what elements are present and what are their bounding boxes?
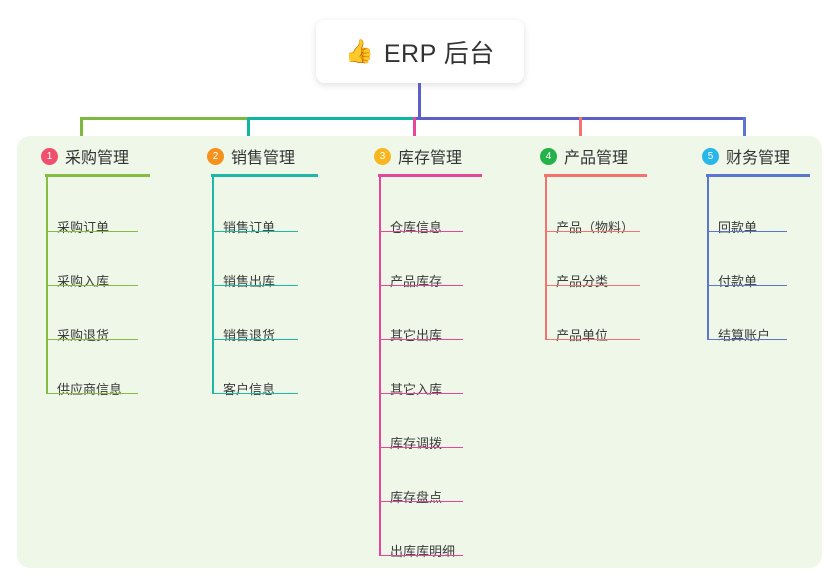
branch-spine-5 [707, 176, 709, 339]
leaf-item[interactable]: 采购入库 [57, 274, 110, 289]
leaf-item[interactable]: 销售订单 [223, 220, 276, 235]
branches-panel: 1 采购管理采购订单采购入库采购退货供应商信息 2 销售管理销售订单销售出库销售退货客… [17, 136, 822, 568]
leaf-item[interactable]: 销售出库 [223, 274, 276, 289]
leaf-underline [212, 339, 298, 340]
leaf-item[interactable]: 其它出库 [390, 328, 443, 343]
leaf-item[interactable]: 供应商信息 [57, 382, 123, 397]
leaf-underline [212, 231, 298, 232]
leaf-item[interactable]: 产品库存 [390, 274, 443, 289]
leaf-underline [379, 339, 463, 340]
leaf-underline [379, 393, 463, 394]
branch-spine-3 [379, 176, 381, 555]
leaf-item[interactable]: 仓库信息 [390, 220, 443, 235]
leaf-underline [46, 393, 138, 394]
leaf-underline [707, 285, 787, 286]
root-node[interactable]: 👍 ERP 后台 [316, 20, 524, 83]
root-title: ERP 后台 [383, 39, 495, 68]
branch-header-3[interactable]: 3 库存管理 [374, 144, 462, 168]
leaf-underline [379, 447, 463, 448]
leaf-underline [212, 393, 298, 394]
branch-header-1[interactable]: 1 采购管理 [41, 144, 129, 168]
branch-spine-1 [46, 176, 48, 393]
leaf-item[interactable]: 销售退货 [223, 328, 276, 343]
leaf-underline [707, 339, 787, 340]
leaf-underline [46, 285, 138, 286]
leaf-underline [379, 231, 463, 232]
leaf-item[interactable]: 付款单 [718, 274, 758, 289]
leaf-underline [46, 231, 138, 232]
leaf-underline [379, 555, 463, 556]
thumbs-up-icon: 👍 [345, 38, 374, 64]
leaf-item[interactable]: 采购退货 [57, 328, 110, 343]
branch-badge-2: 2 [207, 147, 224, 165]
leaf-underline [212, 285, 298, 286]
branch-title-1: 采购管理 [65, 150, 130, 167]
leaf-item[interactable]: 客户信息 [223, 382, 276, 397]
leaf-item[interactable]: 产品单位 [556, 328, 609, 343]
leaf-item[interactable]: 采购订单 [57, 220, 110, 235]
drop-4 [579, 117, 582, 147]
leaf-underline [545, 231, 640, 232]
leaf-item[interactable]: 库存调拨 [390, 436, 443, 451]
leaf-item[interactable]: 产品分类 [556, 274, 609, 289]
drop-5 [743, 117, 746, 147]
branch-header-2[interactable]: 2 销售管理 [207, 144, 295, 168]
branch-badge-4: 4 [540, 147, 557, 165]
leaf-underline [545, 339, 640, 340]
leaf-item[interactable]: 结算账户 [718, 328, 771, 343]
branch-title-2: 销售管理 [231, 150, 296, 167]
branch-underline-2 [211, 174, 318, 177]
drop-1 [80, 117, 83, 147]
leaf-item[interactable]: 产品（物料） [556, 220, 635, 235]
leaf-underline [707, 231, 787, 232]
leaf-item[interactable]: 库存盘点 [390, 490, 443, 505]
branch-spine-4 [545, 176, 547, 339]
drop-2 [247, 117, 250, 147]
leaf-item[interactable]: 回款单 [718, 220, 758, 235]
leaf-underline [379, 501, 463, 502]
branch-header-5[interactable]: 5 财务管理 [702, 144, 790, 168]
branch-underline-4 [544, 174, 647, 177]
drop-3 [413, 117, 416, 147]
root-stem [418, 83, 421, 120]
branch-badge-1: 1 [41, 147, 58, 165]
branch-underline-1 [45, 174, 150, 177]
leaf-underline [379, 285, 463, 286]
branch-header-4[interactable]: 4 产品管理 [540, 144, 628, 168]
leaf-item[interactable]: 出库库明细 [390, 544, 456, 559]
bus-segment-1 [80, 117, 249, 120]
leaf-underline [46, 339, 138, 340]
branch-spine-2 [212, 176, 214, 393]
branch-title-3: 库存管理 [398, 150, 463, 167]
branch-badge-5: 5 [702, 147, 719, 165]
branch-title-5: 财务管理 [726, 150, 791, 167]
branch-badge-3: 3 [374, 147, 391, 165]
branch-title-4: 产品管理 [564, 150, 629, 167]
branch-underline-5 [706, 174, 810, 177]
bus-segment-2 [249, 117, 415, 120]
branch-underline-3 [378, 174, 482, 177]
leaf-item[interactable]: 其它入库 [390, 382, 443, 397]
leaf-underline [545, 285, 640, 286]
